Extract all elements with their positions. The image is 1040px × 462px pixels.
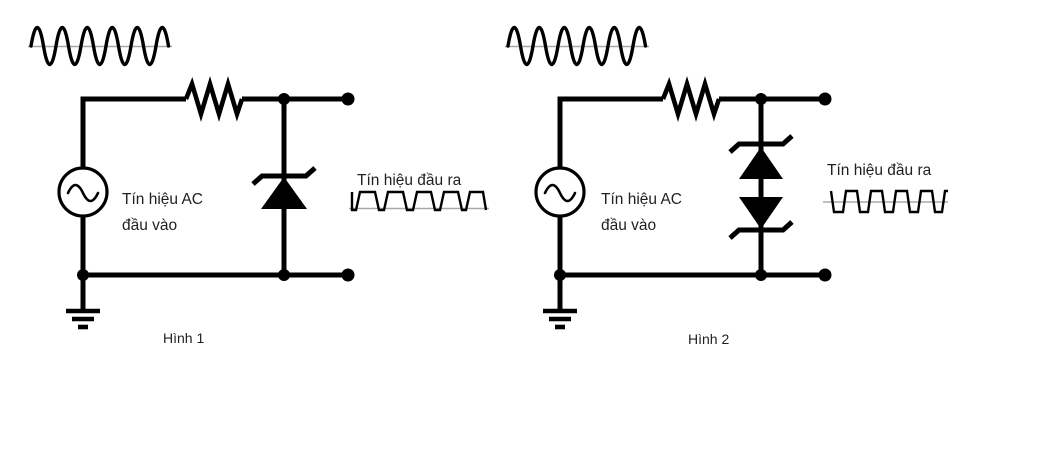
output-clipped-wave <box>829 189 948 214</box>
zener-diode-symbol <box>251 166 317 209</box>
ac-input-label: Tín hiệu AC đầu vào <box>122 187 203 239</box>
resistor-symbol <box>660 75 722 123</box>
wire-left-top <box>557 96 663 167</box>
junction-dot <box>77 269 89 281</box>
input-sine-wave <box>29 25 171 67</box>
ac-source-symbol <box>534 166 586 218</box>
zener-anode-triangle <box>739 197 783 229</box>
ground-symbol <box>66 308 100 330</box>
input-sine-wave <box>506 25 648 67</box>
zener-diode-bottom-symbol <box>728 197 794 240</box>
junction-dot <box>554 269 566 281</box>
figure1-caption: Hình 1 <box>163 330 205 346</box>
figure2-caption: Hình 2 <box>688 331 730 347</box>
zener-diode-top-symbol <box>728 134 794 179</box>
ac-source-symbol <box>57 166 109 218</box>
output-terminal-dot <box>341 92 355 106</box>
output-signal-label: Tín hiệu đầu ra <box>357 172 462 189</box>
zener-cathode-bar <box>251 166 317 186</box>
ac-input-label-line1: Tín hiệu AC <box>122 191 203 208</box>
zener-cathode-bar <box>728 134 794 154</box>
zener-anode-triangle <box>739 147 783 179</box>
output-terminal-dot <box>818 92 832 106</box>
ac-input-label-line1: Tín hiệu AC <box>601 191 682 208</box>
ac-input-label-line2: đầu vào <box>601 217 657 234</box>
sine-icon <box>66 183 100 203</box>
ac-input-label: Tín hiệu AC đầu vào <box>601 187 682 239</box>
junction-dot <box>755 269 767 281</box>
sine-icon <box>543 183 577 203</box>
ac-input-label-line2: đầu vào <box>122 217 178 234</box>
figure-2 <box>505 25 948 330</box>
zener-cathode-bar <box>728 220 794 240</box>
wire-left-top <box>80 96 186 167</box>
junction-dot <box>278 93 290 105</box>
output-clipped-wave <box>350 190 488 212</box>
junction-dot <box>755 93 767 105</box>
output-terminal-dot <box>341 268 355 282</box>
figure-1 <box>28 25 489 330</box>
output-terminal-dot <box>818 268 832 282</box>
output-signal-label: Tín hiệu đầu ra <box>827 162 932 179</box>
zener-anode-triangle <box>261 177 307 209</box>
junction-dot <box>278 269 290 281</box>
resistor-symbol <box>183 75 245 123</box>
ground-symbol <box>543 308 577 330</box>
